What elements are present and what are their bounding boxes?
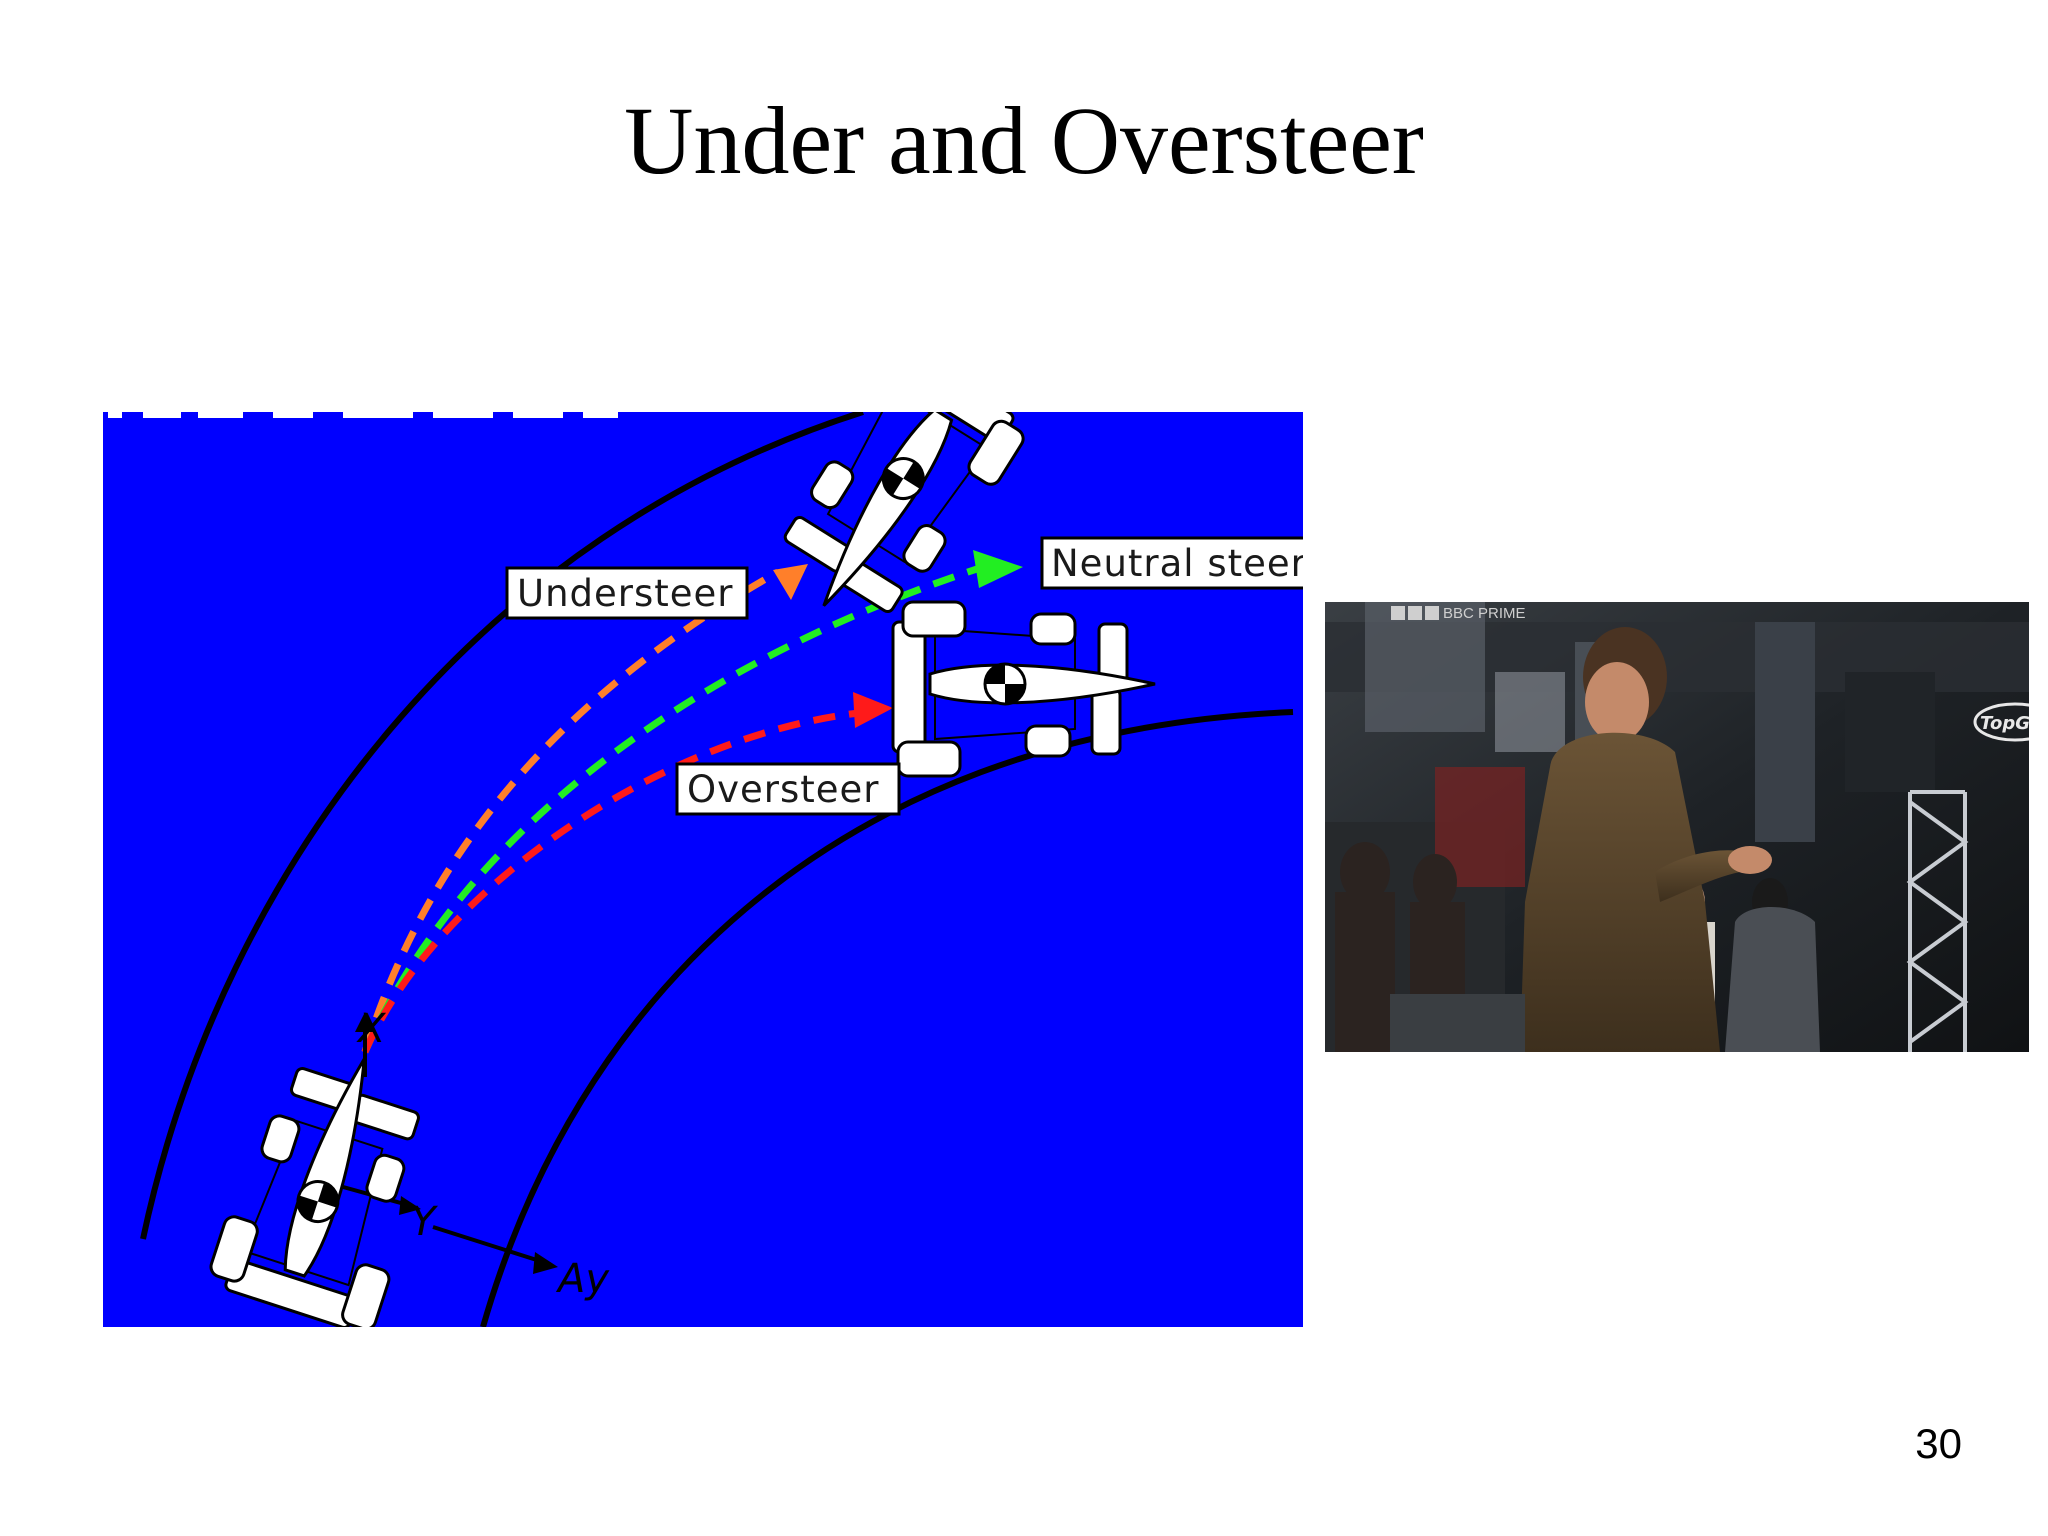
steering-prop [1725,907,1820,1052]
clipped-banner-text [108,412,618,418]
neutral-steer-label: Neutral steer [1051,542,1303,585]
car-start [209,1058,420,1327]
studio-lighting-rig [1365,602,1485,732]
understeer-label: Understeer [517,572,734,615]
car-oversteer [891,600,1156,778]
neutral-steer-label-box: Neutral steer [1040,536,1303,590]
ay-axis-arrowhead [533,1252,558,1274]
x-axis-arrowhead [355,1012,375,1032]
oversteer-path [361,708,869,1054]
y-axis-label: Y [411,1199,439,1245]
vehicle-balance-diagram: X Y Ay [103,412,1303,1327]
slide-title: Under and Oversteer [624,87,1424,194]
x-axis-label: X [356,1006,387,1052]
understeer-path [361,568,780,1054]
lighting-truss [1906,790,1969,1052]
ay-axis-label: Ay [555,1256,610,1302]
svg-text:BBC PRIME: BBC PRIME [1443,605,1526,622]
bbc-prime-logo: BBC PRIME [1391,605,1526,622]
y-axis-arrowhead [399,1196,421,1215]
ay-axis-arrow [432,1225,544,1264]
neutral-arrowhead [973,550,1023,588]
oversteer-label: Oversteer [687,768,880,811]
car-understeer [783,412,1025,614]
oversteer-label-box: Oversteer [675,762,901,816]
oversteer-arrowhead [853,692,893,728]
neutral-path [361,563,985,1054]
presenter [1520,627,1772,1052]
slide-number: 30 [1915,1420,1962,1467]
track-outer-edge [140,412,864,1240]
svg-text:TopGear: TopGear [1980,713,2029,734]
video-still: BBC PRIME TopGear [1325,602,2029,1052]
understeer-label-box: Understeer [505,566,749,620]
topgear-logo: TopGear [1973,702,2029,742]
understeer-arrowhead [773,564,808,600]
